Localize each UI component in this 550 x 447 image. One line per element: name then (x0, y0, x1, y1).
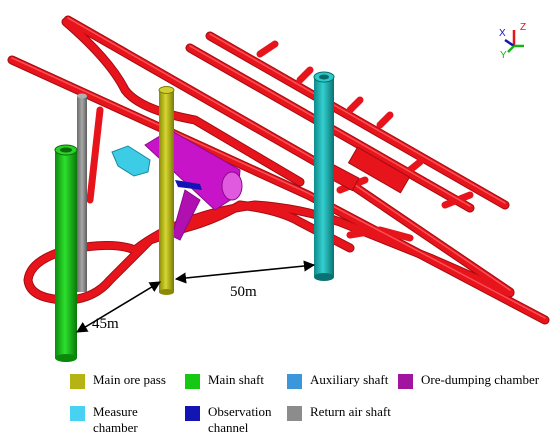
dimension-50m: 50m (174, 260, 316, 300)
legend-item-ore-dumping-chamber: Ore-dumping chamber (398, 372, 539, 389)
swatch-auxiliary-shaft (287, 374, 302, 389)
measure-chamber-body (111, 145, 151, 177)
main-shaft-body (54, 144, 78, 362)
legend-label-auxiliary-shaft: Auxiliary shaft (310, 372, 389, 387)
legend-label-observation-channel: Observation channel (208, 404, 272, 435)
legend-label-main-ore-pass: Main ore pass (93, 372, 166, 387)
legend-item-auxiliary-shaft: Auxiliary shaft (287, 372, 388, 389)
swatch-observation-channel (185, 406, 200, 421)
observation-channel-body (175, 180, 202, 190)
tunnel-network (7, 15, 550, 325)
axis-y-label: Y (500, 50, 507, 61)
dimension-45m-label: 45m (92, 316, 119, 332)
axis-x-label: X (499, 28, 506, 39)
legend-item-return-air-shaft: Return air shaft (287, 404, 391, 421)
auxiliary-shaft-body (313, 71, 335, 281)
legend-item-main-ore-pass: Main ore pass (70, 372, 166, 389)
legend-label-main-shaft: Main shaft (208, 372, 264, 387)
dimension-50m-label: 50m (230, 284, 257, 300)
legend-label-ore-dumping-chamber: Ore-dumping chamber (421, 372, 540, 387)
axis-z-label: Z (520, 22, 526, 33)
legend: Main ore pass Main shaft Auxiliary shaft… (0, 366, 550, 447)
dimension-45m: 45m (76, 281, 161, 333)
swatch-return-air-shaft (287, 406, 302, 421)
legend-item-observation-channel: Observation channel (185, 404, 272, 436)
swatch-main-shaft (185, 374, 200, 389)
legend-label-return-air-shaft: Return air shaft (310, 404, 391, 419)
main-ore-pass-body (158, 86, 175, 295)
swatch-measure-chamber (70, 406, 85, 421)
legend-label-measure-chamber: Measure chamber (93, 404, 138, 435)
swatch-ore-dumping-chamber (398, 374, 413, 389)
swatch-main-ore-pass (70, 374, 85, 389)
return-air-shaft-body (77, 93, 87, 292)
legend-item-main-shaft: Main shaft (185, 372, 264, 389)
legend-item-measure-chamber: Measure chamber (70, 404, 138, 436)
axis-triad: Z X Y (499, 22, 526, 61)
